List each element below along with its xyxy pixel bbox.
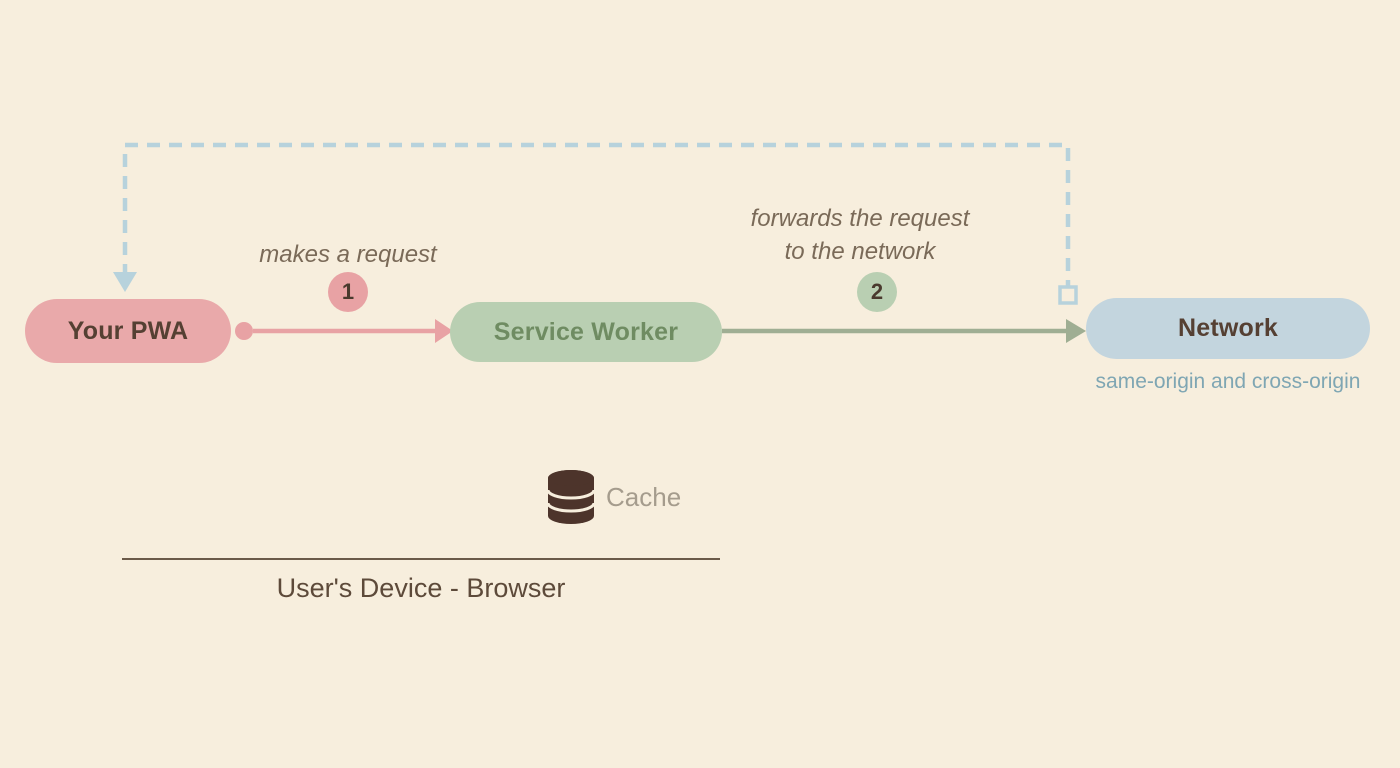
node-your-pwa-label: Your PWA — [67, 316, 189, 345]
node-service-worker-label: Service Worker — [493, 317, 679, 346]
step1-badge-number: 1 — [341, 279, 355, 304]
step1-label: makes a request — [259, 241, 437, 268]
response-arrowhead-icon — [113, 272, 137, 292]
node-service-worker: Service Worker — [450, 302, 722, 362]
step2-label: forwards the request to the network — [705, 202, 1015, 268]
step2-arrowhead-icon — [1066, 319, 1086, 343]
node-network-label: Network — [1177, 314, 1279, 342]
step2-badge: 2 — [857, 272, 897, 312]
node-network: Network — [1086, 298, 1370, 359]
node-your-pwa: Your PWA — [25, 299, 231, 363]
network-sublabel: same-origin and cross-origin — [1095, 370, 1361, 393]
response-square-connector — [1058, 285, 1078, 305]
device-boundary-label: User's Device - Browser — [276, 573, 566, 603]
response-dashed-line — [122, 142, 1071, 293]
step1-arrowhead-icon — [435, 319, 453, 343]
step2-badge-number: 2 — [870, 279, 884, 304]
step1-badge: 1 — [328, 272, 368, 312]
database-icon — [546, 470, 596, 524]
device-boundary-line — [122, 558, 720, 560]
cache-label: Cache — [606, 482, 682, 512]
step2-label-line2: to the network — [784, 238, 936, 265]
step1-arrow-dot — [235, 322, 253, 340]
step2-label-line1: forwards the request — [750, 205, 970, 232]
